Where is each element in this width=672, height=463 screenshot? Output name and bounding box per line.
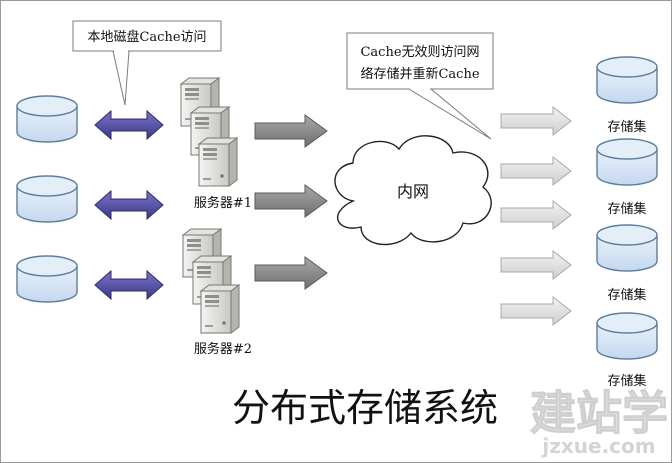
network-cloud <box>334 135 492 246</box>
network-cache-callout <box>346 32 494 140</box>
diagram-title: 分布式存储系统 <box>232 386 498 430</box>
local-cache-callout <box>72 20 222 106</box>
storage-disk-4 <box>596 312 658 360</box>
watermark-url: jzxue.com <box>541 434 655 458</box>
server-to-network-arrow-3 <box>254 256 328 290</box>
double-arrow-3 <box>94 270 164 300</box>
server2-label: 服务器#2 <box>194 341 252 357</box>
storage-label-1: 存储集 <box>607 119 646 135</box>
local-disk-2 <box>16 175 78 223</box>
network-to-storage-arrow-2 <box>500 156 572 186</box>
watermark-logo: 建站学 <box>530 386 668 440</box>
network-to-storage-arrow-1 <box>500 106 572 136</box>
local-cache-callout-text: 本地磁盘Cache访问 <box>87 29 206 45</box>
local-disk-1 <box>16 95 78 143</box>
server1-label: 服务器#1 <box>194 195 252 211</box>
storage-disk-1 <box>596 56 658 104</box>
storage-disk-3 <box>596 224 658 272</box>
server-group-1 <box>180 77 238 187</box>
double-arrow-2 <box>94 190 164 220</box>
network-to-storage-arrow-4 <box>500 250 572 280</box>
server-group-2 <box>182 228 240 334</box>
double-arrow-1 <box>94 110 164 140</box>
server-to-network-arrow-1 <box>254 114 328 148</box>
storage-disk-2 <box>596 138 658 186</box>
server-to-network-arrow-2 <box>254 184 328 218</box>
storage-label-2: 存储集 <box>607 201 646 217</box>
network-to-storage-arrow-3 <box>500 200 572 230</box>
network-cache-callout-line2: 络存储并重新Cache <box>360 66 479 82</box>
storage-label-4: 存储集 <box>607 373 646 389</box>
storage-label-3: 存储集 <box>607 287 646 303</box>
local-disk-3 <box>16 255 78 303</box>
network-cache-callout-line1: Cache无效则访问网 <box>360 45 479 60</box>
network-label: 内网 <box>397 182 429 201</box>
network-to-storage-arrow-5 <box>500 296 572 326</box>
